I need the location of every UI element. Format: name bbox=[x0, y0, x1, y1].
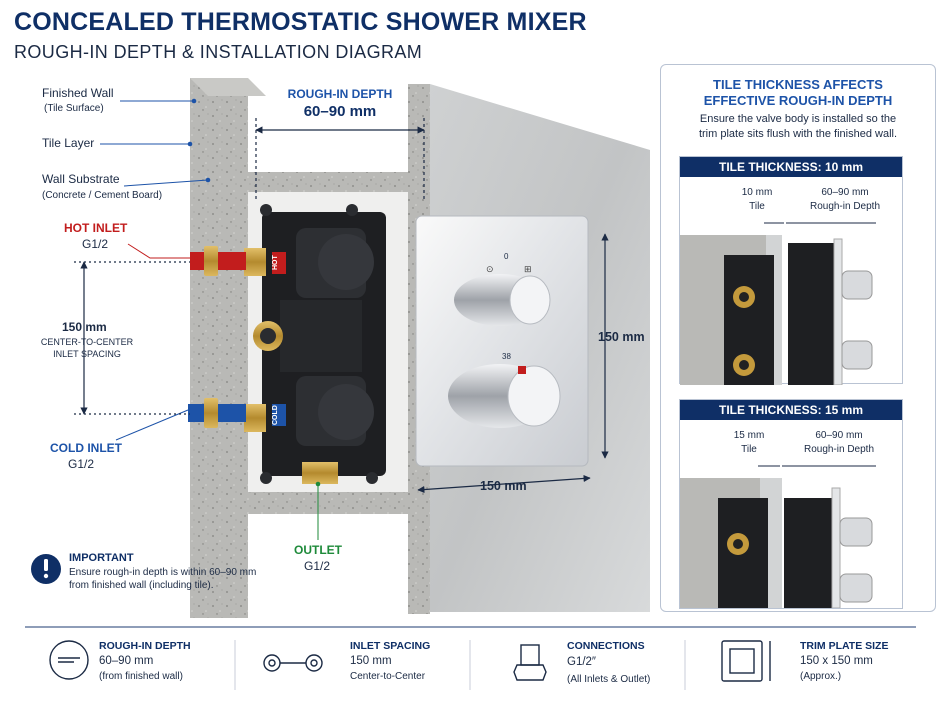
plate-height-label: 150 mm bbox=[598, 330, 645, 344]
fitting-icon bbox=[513, 644, 547, 681]
case-15mm-tile-value: 15 mm bbox=[733, 430, 765, 441]
plate-icon bbox=[721, 640, 771, 682]
case-10mm-rough-label: Rough-in Depth bbox=[809, 201, 881, 212]
case-15mm: TILE THICKNESS: 15 mm 15 mm Tile 60–90 m… bbox=[679, 399, 903, 609]
cold-tag: COLD bbox=[272, 405, 279, 425]
dimension-lines bbox=[74, 118, 609, 494]
case-10mm-rough-value: 60–90 mm bbox=[821, 187, 869, 198]
finished-wall-label: Finished Wall bbox=[42, 86, 114, 100]
outlet-size: G1/2 bbox=[304, 559, 331, 573]
legend-spacing-sub: Center-to-Center bbox=[350, 671, 426, 682]
legend-plate-title: TRIM PLATE SIZE bbox=[800, 640, 889, 652]
spacing-sublabel-1: CENTER-TO-CENTER bbox=[40, 337, 134, 347]
case-15mm-tile-label: Tile bbox=[741, 444, 757, 455]
finished-wall-sublabel: (Tile Surface) bbox=[44, 103, 104, 114]
svg-text:⊞: ⊞ bbox=[524, 264, 532, 274]
wall-substrate-sublabel: (Concrete / Cement Board) bbox=[42, 190, 163, 201]
leader-lines bbox=[100, 100, 209, 441]
spacing-icon bbox=[263, 654, 323, 672]
important-line-1: Ensure rough-in depth is within 60–90 mm bbox=[69, 567, 257, 578]
svg-text:⊙: ⊙ bbox=[486, 264, 494, 274]
case-15mm-bar: TILE THICKNESS: 15 mm bbox=[680, 400, 902, 420]
hot-inlet-size: G1/2 bbox=[82, 237, 109, 251]
page-title: CONCEALED THERMOSTATIC SHOWER MIXER bbox=[14, 8, 587, 36]
panel-title-2: EFFECTIVE ROUGH-IN DEPTH bbox=[703, 93, 893, 108]
case-10mm-tile-value: 10 mm bbox=[741, 187, 773, 198]
rough-in-value: 60–90 mm bbox=[303, 103, 377, 120]
wall-substrate-label: Wall Substrate bbox=[42, 172, 120, 186]
panel-desc-2: trim plate sits flush with the finished … bbox=[698, 128, 898, 140]
rough-in-title: ROUGH-IN DEPTH bbox=[287, 87, 393, 101]
legend-plate-sub: (Approx.) bbox=[800, 671, 842, 682]
outlet-label: OUTLET bbox=[294, 543, 342, 557]
important-line-2: from finished wall (including tile). bbox=[69, 580, 214, 591]
legend-connections-value: G1/2″ bbox=[567, 656, 597, 668]
legend-spacing-value: 150 mm bbox=[350, 655, 392, 667]
panel-desc-1: Ensure the valve body is installed so th… bbox=[699, 113, 897, 125]
valve-body bbox=[260, 204, 386, 484]
case-15mm-detail bbox=[680, 465, 876, 608]
hot-tag: HOT bbox=[272, 255, 279, 271]
case-10mm: TILE THICKNESS: 10 mm 10 mm Tile 60–90 m… bbox=[679, 156, 903, 385]
case-10mm-bar: TILE THICKNESS: 10 mm bbox=[680, 157, 902, 177]
trim-plate: ⊙ ⊞ bbox=[415, 215, 589, 467]
cold-inlet-size: G1/2 bbox=[68, 457, 95, 471]
important-title: IMPORTANT bbox=[69, 552, 134, 564]
page-subtitle: ROUGH-IN DEPTH & INSTALLATION DIAGRAM bbox=[14, 42, 423, 62]
case-15mm-rough-value: 60–90 mm bbox=[815, 430, 863, 441]
important-icon bbox=[31, 554, 61, 584]
brass-ports bbox=[244, 248, 338, 484]
depth-icon bbox=[49, 640, 89, 680]
supply-pipes bbox=[188, 246, 286, 428]
legend-depth-title: ROUGH-IN DEPTH bbox=[99, 640, 191, 652]
case-10mm-detail bbox=[680, 222, 876, 385]
legend-plate-value: 150 x 150 mm bbox=[800, 655, 873, 667]
hot-inlet-label: HOT INLET bbox=[64, 221, 128, 235]
tile-layer-label: Tile Layer bbox=[42, 136, 95, 150]
spacing-value: 150 mm bbox=[62, 320, 107, 334]
cold-inlet-label: COLD INLET bbox=[50, 441, 122, 455]
legend-depth-value: 60–90 mm bbox=[99, 655, 154, 667]
legend-spacing-title: INLET SPACING bbox=[350, 640, 431, 652]
legend-depth-sub: (from finished wall) bbox=[99, 671, 183, 682]
case-10mm-tile-label: Tile bbox=[749, 201, 765, 212]
legend-connections-sub: (All Inlets & Outlet) bbox=[567, 674, 651, 685]
dial-zero-mark: 0 bbox=[504, 252, 509, 261]
plate-width-label: 150 mm bbox=[480, 479, 527, 493]
dial-temp-mark: 38 bbox=[502, 352, 511, 361]
panel-title-1: TILE THICKNESS AFFECTS bbox=[713, 77, 883, 92]
tile-thickness-panel: TILE THICKNESS AFFECTS EFFECTIVE ROUGH-I… bbox=[660, 64, 936, 612]
legend-connections-title: CONNECTIONS bbox=[567, 640, 645, 652]
spacing-sublabel-2: INLET SPACING bbox=[53, 349, 121, 359]
case-15mm-rough-label: Rough-in Depth bbox=[803, 444, 875, 455]
